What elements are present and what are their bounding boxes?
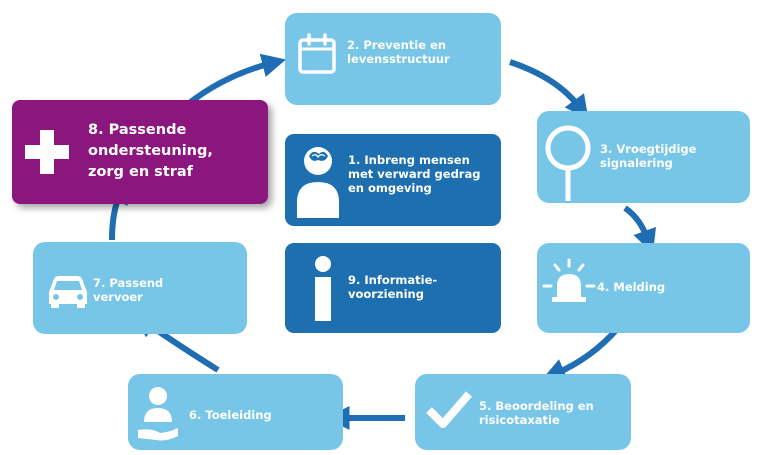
step-3-label: 3. Vroegtijdige signalering [600, 142, 697, 170]
plus-icon [25, 130, 69, 174]
car-icon [49, 276, 87, 308]
step-4-box[interactable]: 4. Melding [537, 243, 750, 333]
info-icon [315, 256, 331, 321]
person-head-icon [297, 147, 339, 218]
step-2-label: 2. Preventie en levensstructuur [347, 38, 450, 66]
checkmark-icon [426, 391, 473, 428]
step-9-box[interactable]: 9. Informatie- voorziening [285, 243, 501, 333]
step-6-box[interactable]: 6. Toeleiding [128, 374, 343, 450]
step-4-label: 4. Melding [597, 280, 666, 294]
step-5-box[interactable]: 5. Beoordeling en risicotaxatie [415, 374, 631, 450]
step-3-box[interactable]: 3. Vroegtijdige signalering [537, 111, 750, 203]
step-5-label: 5. Beoordeling en risicotaxatie [479, 399, 594, 427]
arrow-8-to-2 [186, 53, 286, 107]
arrow-2-to-3 [509, 59, 589, 120]
step-7-box[interactable]: 7. Passend vervoer [33, 242, 247, 334]
magnifier-icon [545, 125, 591, 201]
step-9-label: 9. Informatie- voorziening [348, 273, 438, 301]
step-8-label: 8. Passende ondersteuning, zorg en straf [88, 122, 213, 180]
step-8-box[interactable]: 8. Passende ondersteuning, zorg en straf [12, 100, 268, 204]
calendar-icon [298, 33, 336, 74]
alarm-light-icon [542, 258, 596, 302]
step-6-label: 6. Toeleiding [189, 408, 272, 422]
step-1-box[interactable]: 1. Inbreng mensen met verward gedrag en … [285, 134, 501, 226]
step-2-box[interactable]: 2. Preventie en levensstructuur [285, 13, 501, 105]
person-hand-icon [138, 387, 178, 441]
step-1-label: 1. Inbreng mensen met verward gedrag en … [348, 153, 481, 195]
arrow-4-to-5 [541, 326, 621, 382]
step-7-label: 7. Passend vervoer [93, 276, 164, 304]
arrow-3-to-4 [623, 205, 656, 254]
